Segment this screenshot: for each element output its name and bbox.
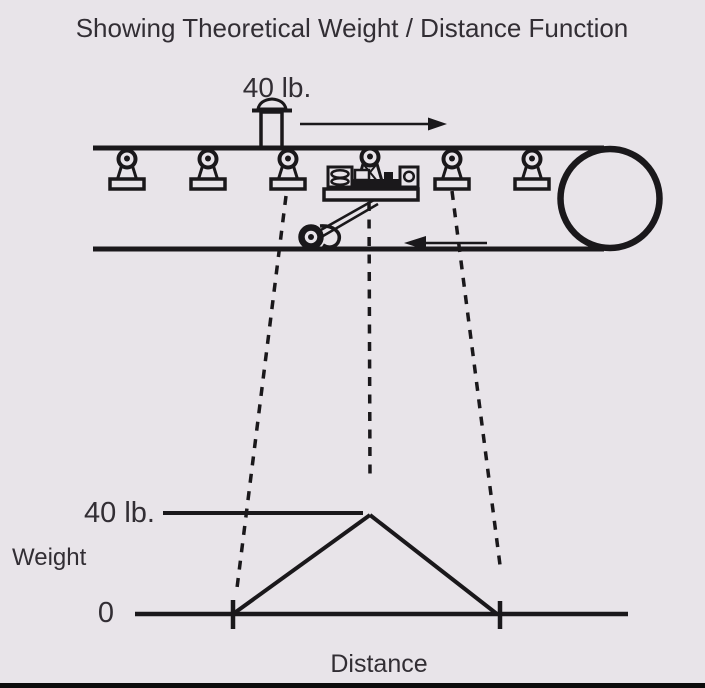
rising-weight-line [231, 513, 372, 616]
arrow-right-icon [300, 117, 447, 131]
weight-distance-graph: 40 lb. Weight 0 Distance [12, 497, 628, 678]
y-axis-label: Weight [12, 544, 87, 571]
falling-weight-line [368, 513, 499, 616]
conveyor-assembly [93, 97, 663, 252]
hook-wheel [298, 224, 342, 250]
load-marker-post [252, 97, 292, 150]
arrow-left-icon [404, 236, 487, 250]
projection-line-center [367, 201, 372, 479]
x-axis-label: Distance [330, 650, 427, 678]
origin-label: 0 [98, 597, 114, 629]
scale-trolley-assembly [298, 146, 420, 250]
end-drum [557, 145, 663, 252]
bottom-edge-bar [0, 683, 705, 688]
projection-line-left [235, 195, 288, 589]
diagram-title: Showing Theoretical Weight / Distance Fu… [76, 13, 629, 43]
graph-max-label: 40 lb. [84, 497, 155, 529]
load-weight-label: 40 lb. [243, 72, 312, 103]
